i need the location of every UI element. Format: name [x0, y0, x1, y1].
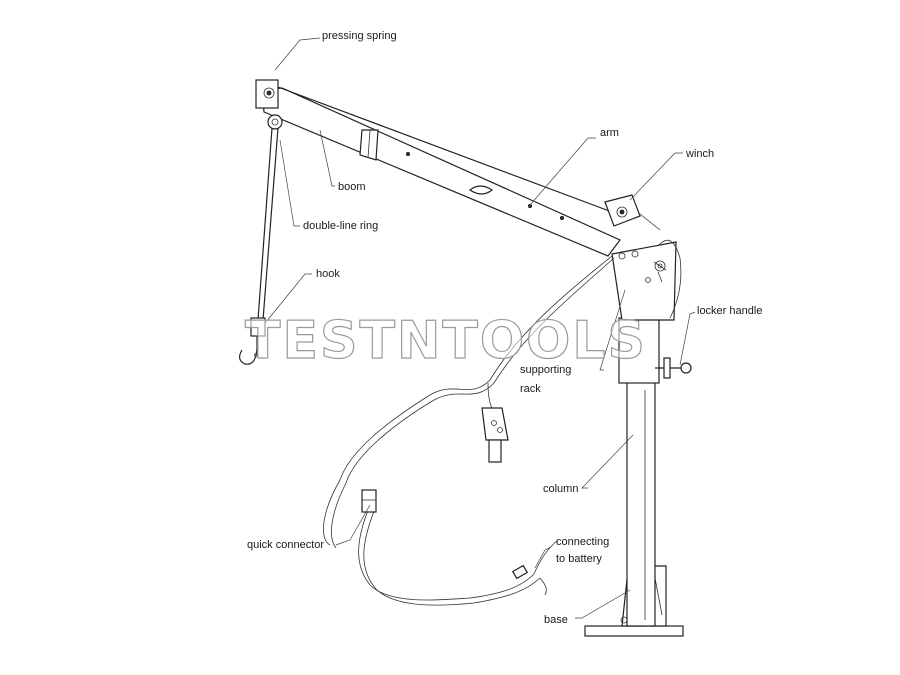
label-connecting-1: connecting	[556, 536, 609, 548]
label-double-line-ring: double-line ring	[303, 220, 378, 232]
label-connecting-2: to battery	[556, 553, 602, 565]
locker-handle	[655, 357, 692, 379]
labels: pressing spring arm winch boom double-li…	[247, 30, 762, 626]
label-pressing-spring: pressing spring	[322, 30, 397, 42]
label-winch: winch	[685, 148, 714, 160]
hook-assembly	[239, 114, 283, 365]
label-hook: hook	[316, 268, 340, 280]
watermark: TESTNTOOLS	[245, 311, 647, 371]
boom-arm	[255, 79, 621, 257]
label-base: base	[544, 614, 568, 626]
label-arm: arm	[600, 127, 619, 139]
label-boom: boom	[338, 181, 366, 193]
cables	[323, 255, 615, 606]
label-quick-connector: quick connector	[247, 539, 324, 551]
winch	[604, 194, 661, 231]
label-supporting-rack-2: rack	[520, 383, 541, 395]
label-column: column	[543, 483, 578, 495]
label-supporting-rack-1: supporting	[520, 364, 571, 376]
supporting-rack	[611, 239, 682, 384]
column	[626, 379, 656, 627]
label-locker-handle: locker handle	[697, 305, 762, 317]
leader-lines	[265, 37, 696, 619]
